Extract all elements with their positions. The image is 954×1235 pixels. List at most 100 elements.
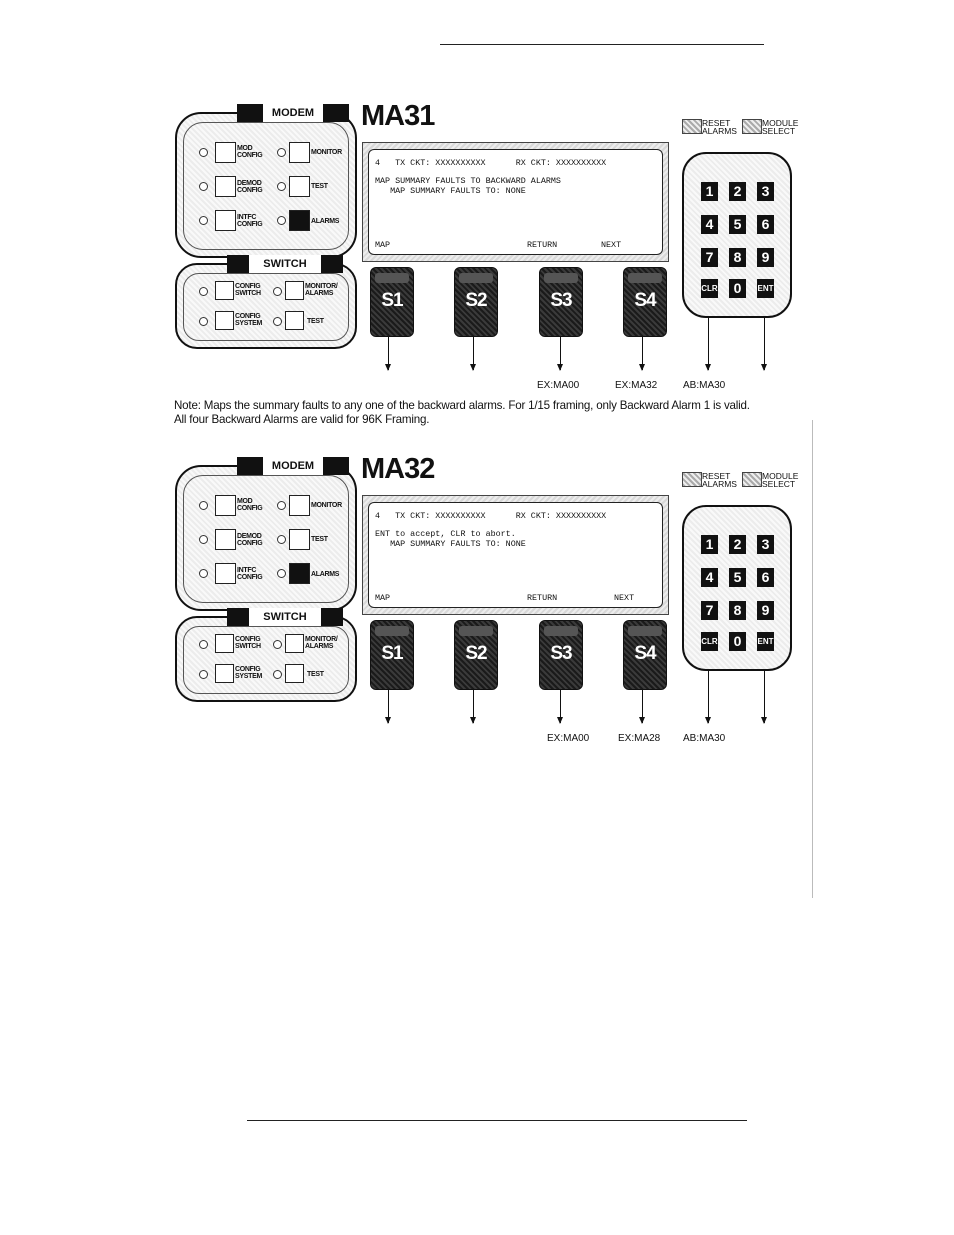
s3-button[interactable]: S3 xyxy=(539,620,583,690)
s3-button[interactable]: S3 xyxy=(539,267,583,337)
model-title: MA31 xyxy=(361,100,435,132)
led xyxy=(277,535,286,544)
monitor-alarms-key[interactable] xyxy=(285,281,304,300)
monitor-alarms-key[interactable] xyxy=(285,634,304,653)
led xyxy=(277,501,286,510)
arrow xyxy=(705,655,711,724)
display-line-3: MAP SUMMARY FAULTS TO: NONE xyxy=(375,186,526,196)
key-2[interactable]: 2 xyxy=(729,535,746,554)
s1-button[interactable]: S1 xyxy=(370,620,414,690)
arrow xyxy=(470,336,476,371)
led xyxy=(273,287,282,296)
led xyxy=(199,216,208,225)
modem-title: MODEM xyxy=(237,104,349,122)
softkey-label-next: NEXT xyxy=(614,593,635,603)
display-line-1: 4 TX CKT: XXXXXXXXXX RX CKT: XXXXXXXXXX xyxy=(375,158,607,168)
key-clr[interactable]: CLR xyxy=(701,632,718,651)
key-2[interactable]: 2 xyxy=(729,182,746,201)
s4-button[interactable]: S4 xyxy=(623,267,667,337)
led xyxy=(199,535,208,544)
led xyxy=(273,670,282,679)
intfc-config-key[interactable] xyxy=(215,563,236,584)
key-0[interactable]: 0 xyxy=(729,632,746,651)
display-line-2: ENT to accept, CLR to abort. xyxy=(375,529,516,539)
numeric-keypad: 1 2 3 4 5 6 7 8 9 CLR 0 ENT xyxy=(682,152,792,318)
key-4[interactable]: 4 xyxy=(701,215,718,234)
switch-test-label: TEST xyxy=(307,671,324,678)
monitor-key[interactable] xyxy=(289,495,310,516)
switch-test-key[interactable] xyxy=(285,664,304,683)
arrow xyxy=(385,689,391,724)
mod-config-key[interactable] xyxy=(215,495,236,516)
test-label: TEST xyxy=(311,536,328,543)
arrow xyxy=(639,689,645,724)
config-switch-key[interactable] xyxy=(215,634,234,653)
demod-config-key[interactable] xyxy=(215,176,236,197)
s4-button[interactable]: S4 xyxy=(623,620,667,690)
led xyxy=(199,317,208,326)
key-9[interactable]: 9 xyxy=(757,601,774,620)
key-8[interactable]: 8 xyxy=(729,601,746,620)
demod-config-key[interactable] xyxy=(215,529,236,550)
key-9[interactable]: 9 xyxy=(757,248,774,267)
arrow xyxy=(557,336,563,371)
s2-button[interactable]: S2 xyxy=(454,620,498,690)
key-7[interactable]: 7 xyxy=(701,248,718,267)
key-0[interactable]: 0 xyxy=(729,279,746,298)
monitor-label: MONITOR xyxy=(311,149,342,156)
s2-button[interactable]: S2 xyxy=(454,267,498,337)
display-line-3: MAP SUMMARY FAULTS TO: NONE xyxy=(375,539,526,549)
test-key[interactable] xyxy=(289,529,310,550)
key-7[interactable]: 7 xyxy=(701,601,718,620)
alarms-key[interactable] xyxy=(289,210,310,231)
switch-test-key[interactable] xyxy=(285,311,304,330)
mod-config-key[interactable] xyxy=(215,142,236,163)
lcd-display: 4 TX CKT: XXXXXXXXXX RX CKT: XXXXXXXXXX … xyxy=(362,495,669,615)
config-system-key[interactable] xyxy=(215,664,234,683)
arrow xyxy=(470,689,476,724)
monitor-alarms-label: MONITOR/ALARMS xyxy=(305,283,338,297)
page-edge-line xyxy=(812,420,813,898)
key-5[interactable]: 5 xyxy=(729,568,746,587)
monitor-key[interactable] xyxy=(289,142,310,163)
monitor-alarms-label: MONITOR/ALARMS xyxy=(305,636,338,650)
lcd-display: 4 TX CKT: XXXXXXXXXX RX CKT: XXXXXXXXXX … xyxy=(362,142,669,262)
intfc-config-key[interactable] xyxy=(215,210,236,231)
key-6[interactable]: 6 xyxy=(757,215,774,234)
softkey-label-map: MAP xyxy=(375,240,391,250)
key-ent[interactable]: ENT xyxy=(757,632,774,651)
key-4[interactable]: 4 xyxy=(701,568,718,587)
led xyxy=(277,216,286,225)
key-3[interactable]: 3 xyxy=(757,182,774,201)
led xyxy=(199,148,208,157)
key-ent[interactable]: ENT xyxy=(757,279,774,298)
test-label: TEST xyxy=(311,183,328,190)
s1-button[interactable]: S1 xyxy=(370,267,414,337)
alarms-key[interactable] xyxy=(289,563,310,584)
test-key[interactable] xyxy=(289,176,310,197)
config-system-key[interactable] xyxy=(215,311,234,330)
key-6[interactable]: 6 xyxy=(757,568,774,587)
key-clr[interactable]: CLR xyxy=(701,279,718,298)
footer-rule xyxy=(247,1120,747,1121)
key-1[interactable]: 1 xyxy=(701,182,718,201)
softkey-label-return: RETURN xyxy=(527,240,558,250)
key-1[interactable]: 1 xyxy=(701,535,718,554)
key-5[interactable]: 5 xyxy=(729,215,746,234)
s3-destination: EX:MA00 xyxy=(537,380,580,391)
key-3[interactable]: 3 xyxy=(757,535,774,554)
key-8[interactable]: 8 xyxy=(729,248,746,267)
softkey-label-return: RETURN xyxy=(527,593,558,603)
softkey-label-next: NEXT xyxy=(601,240,622,250)
config-switch-key[interactable] xyxy=(215,281,234,300)
